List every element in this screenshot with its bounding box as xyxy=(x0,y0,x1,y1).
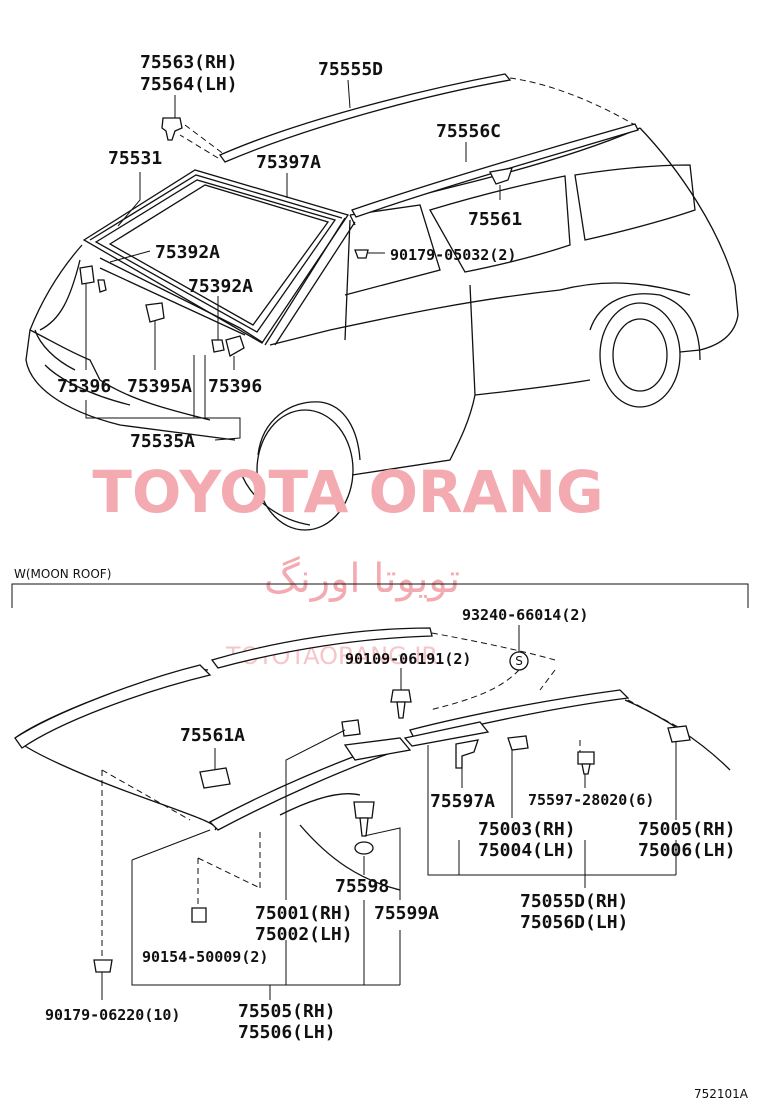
section-title: W(MOON ROOF) xyxy=(14,567,111,581)
label-75598: 75598 xyxy=(335,876,389,897)
clip-75563 xyxy=(161,117,183,141)
washer-75598 xyxy=(354,841,374,855)
label-75599A: 75599A xyxy=(374,903,439,924)
clip-75395A xyxy=(145,302,165,323)
clip-90154 xyxy=(191,907,207,923)
clip-90179-06220 xyxy=(93,959,113,973)
cap-75001 xyxy=(341,719,361,737)
clip-75396-left xyxy=(79,265,107,293)
label-75396-right: 75396 xyxy=(208,376,262,397)
label-75506: 75506(LH) xyxy=(238,1022,336,1043)
s-mark-letter: S xyxy=(515,654,523,668)
clip-75392A xyxy=(211,339,225,353)
roof-molding-75555D xyxy=(219,73,512,163)
label-75001: 75001(RH) xyxy=(255,903,353,924)
lower-leader-lines xyxy=(101,625,681,1000)
watermark-arabic: تويوتا اورنگ xyxy=(264,556,460,602)
windshield-glass xyxy=(108,184,330,326)
label-75004: 75004(LH) xyxy=(478,840,576,861)
label-75535A: 75535A xyxy=(130,431,195,452)
label-75055D: 75055D(RH) xyxy=(520,891,628,912)
label-75564: 75564(LH) xyxy=(140,74,238,95)
label-75396-left: 75396 xyxy=(57,376,111,397)
label-75561A: 75561A xyxy=(180,725,245,746)
label-75397A: 75397A xyxy=(256,152,321,173)
label-75056D: 75056D(LH) xyxy=(520,912,628,933)
label-75392A-2: 75392A xyxy=(188,276,253,297)
watermark-brand: TOYOTA ORANG xyxy=(92,458,603,526)
label-75392A-1: 75392A xyxy=(155,242,220,263)
section-bracket xyxy=(11,583,749,608)
cap-75003 xyxy=(507,735,529,751)
label-90179-05032: 90179-05032(2) xyxy=(390,246,516,264)
clip-90179-05032 xyxy=(354,249,369,259)
label-93240-66014: 93240-66014(2) xyxy=(462,606,588,624)
label-75395A: 75395A xyxy=(127,376,192,397)
clip-75597-28020 xyxy=(577,751,595,775)
label-90179-06220: 90179-06220(10) xyxy=(45,1006,180,1024)
roof-rail-lower xyxy=(208,737,412,831)
label-75003: 75003(RH) xyxy=(478,819,576,840)
label-90154-50009: 90154-50009(2) xyxy=(142,948,268,966)
bolt-90109 xyxy=(390,689,412,719)
label-90109-06191: 90109-06191(2) xyxy=(345,650,471,668)
clip-75561A xyxy=(199,767,231,789)
clip-75597A xyxy=(455,739,479,769)
label-75002: 75002(LH) xyxy=(255,924,353,945)
label-75005: 75005(RH) xyxy=(638,819,736,840)
label-75597-28020: 75597-28020(6) xyxy=(528,791,654,809)
upper-leader-lines xyxy=(85,79,501,441)
cap-75005 xyxy=(667,725,691,743)
label-75563: 75563(RH) xyxy=(140,52,238,73)
label-75597A: 75597A xyxy=(430,791,495,812)
pillar-molding xyxy=(264,214,356,346)
label-75556C: 75556C xyxy=(436,121,501,142)
diagram-code: 752101A xyxy=(694,1087,749,1101)
label-75006: 75006(LH) xyxy=(638,840,736,861)
vehicle-outline xyxy=(25,77,739,531)
cowl-molding xyxy=(99,257,263,343)
label-75555D: 75555D xyxy=(318,59,383,80)
label-75531: 75531 xyxy=(108,148,162,169)
clip-75396-right xyxy=(225,335,245,357)
s-mark: S xyxy=(509,651,529,671)
roof-rail-upper xyxy=(403,689,630,747)
bolt-75599A xyxy=(353,801,375,837)
label-75505: 75505(RH) xyxy=(238,1001,336,1022)
label-75561: 75561 xyxy=(468,209,522,230)
clip-75561 xyxy=(489,167,513,185)
roof-outline xyxy=(14,627,731,891)
